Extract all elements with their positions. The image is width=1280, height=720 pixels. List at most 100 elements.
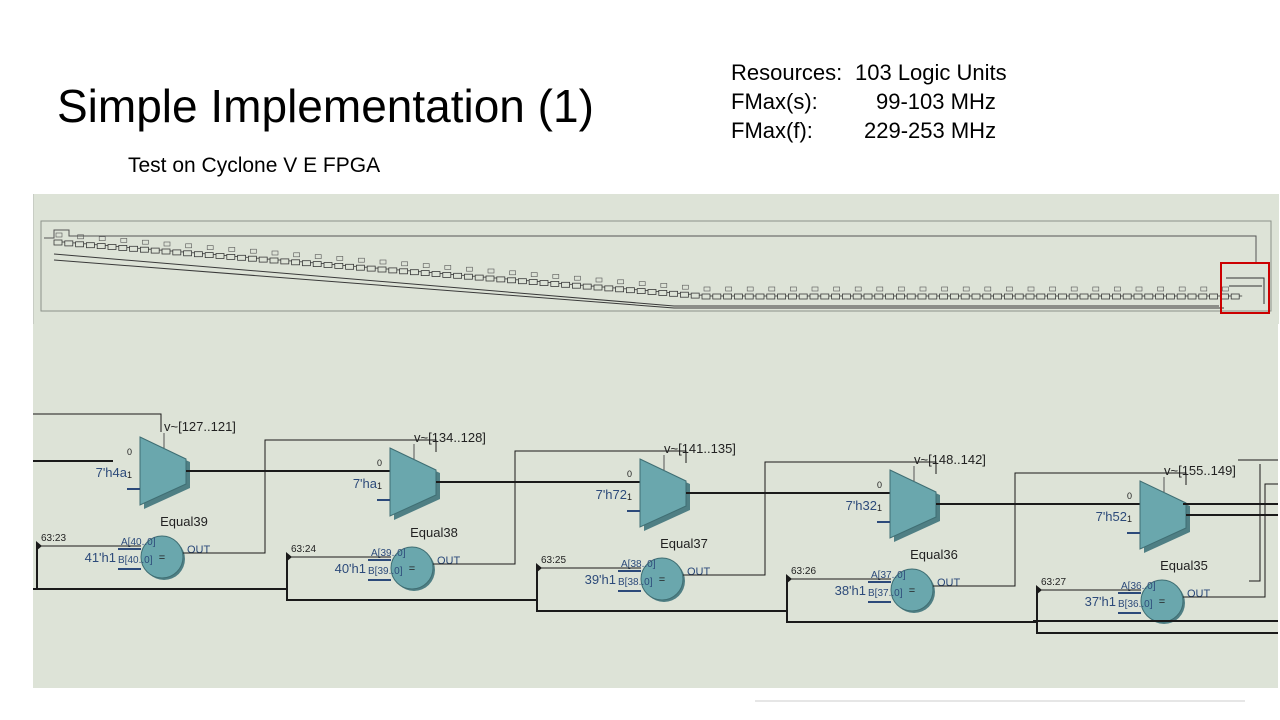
- mux-const: 7'h32: [846, 498, 877, 513]
- right-out-wire: [1249, 464, 1261, 582]
- comparator-name: Equal36: [910, 547, 958, 562]
- overview-cell-top: [703, 286, 711, 292]
- overview-bus: [53, 259, 1224, 309]
- overview-cell: [280, 258, 290, 265]
- slide-subtitle: Test on Cyclone V E FPGA: [128, 154, 381, 177]
- overview-cell: [939, 293, 948, 300]
- rail-wire: [1036, 590, 1278, 634]
- stat-value: 103 Logic Units: [855, 60, 1007, 85]
- overview-cell: [874, 293, 884, 300]
- bus-label: 63:25: [541, 555, 566, 566]
- overview-frame: [40, 220, 1272, 312]
- overview-cell: [204, 252, 214, 258]
- overview-cell: [982, 293, 992, 300]
- overview-cell: [258, 256, 268, 263]
- stage-2: v~[141..135]017'h72=Equal37A[38..0]B[38.…: [536, 441, 937, 622]
- mux-port-1: 1: [1127, 514, 1132, 524]
- comparator-block: [390, 546, 434, 590]
- overview-cell-top: [228, 247, 236, 252]
- mux-label: v~[141..135]: [664, 441, 736, 456]
- select-wire: [1183, 483, 1278, 598]
- overview-cell: [820, 293, 830, 300]
- overview-bus: [53, 253, 1219, 307]
- overview-cell: [485, 275, 495, 282]
- mux-port-0: 0: [377, 458, 382, 468]
- overview-cell: [312, 261, 322, 267]
- overview-cell: [399, 268, 409, 275]
- comparator-out-label: OUT: [187, 544, 211, 556]
- overview-cell-top: [55, 232, 63, 238]
- overview-cell: [345, 263, 355, 270]
- left-select-wire: [33, 413, 162, 432]
- comparator-a-port: A[40..0]: [121, 537, 156, 548]
- overview-cell: [626, 287, 635, 294]
- overview-cell-top: [401, 261, 408, 267]
- overview-cell: [582, 283, 592, 290]
- overview-cell: [744, 293, 754, 300]
- mux-block: [389, 447, 437, 517]
- overview-cell: [1176, 293, 1186, 300]
- select-wire: [933, 472, 1187, 587]
- overview-cell-top: [552, 274, 560, 279]
- overview-cell-top: [163, 241, 171, 247]
- mux-port-1: 1: [877, 503, 882, 513]
- overview-cell: [1187, 293, 1197, 300]
- overview-cell: [1090, 293, 1100, 300]
- stat-label: FMax(f):: [731, 118, 813, 143]
- overview-cell: [842, 293, 851, 300]
- overview-cell-top: [314, 254, 322, 259]
- overview-cell-top: [941, 286, 948, 292]
- mux-block: [139, 436, 187, 506]
- overview-cell-top: [984, 286, 992, 292]
- overview-cell: [161, 248, 171, 255]
- stat-value: 99-103 MHz: [876, 89, 996, 114]
- overview-cell: [355, 264, 365, 271]
- comparator-b-const: 38'h1: [835, 583, 866, 598]
- overview-cell-top: [1222, 286, 1229, 292]
- overview-cell: [960, 293, 970, 300]
- select-wire: [183, 439, 437, 554]
- overview-cell: [636, 288, 646, 294]
- overview-cell: [193, 251, 203, 258]
- overview-cell-top: [1027, 286, 1035, 292]
- schematic-overview[interactable]: [33, 194, 1279, 324]
- overview-cell-top: [1157, 286, 1164, 292]
- overview-canvas[interactable]: [34, 194, 1279, 324]
- comparator-b-const: 39'h1: [585, 572, 616, 587]
- overview-cell-top: [725, 286, 732, 292]
- overview-cell-top: [595, 277, 603, 283]
- overview-cell: [129, 245, 138, 252]
- overview-cell: [1004, 293, 1013, 300]
- comparator-name: Equal39: [160, 514, 208, 529]
- overview-cell-top: [1135, 286, 1143, 292]
- overview-cell: [766, 293, 776, 300]
- mux-label: v~[155..149]: [1164, 463, 1236, 478]
- overview-cell: [647, 289, 657, 295]
- overview-cell-top: [509, 270, 516, 276]
- overview-cell: [1155, 293, 1164, 300]
- overview-cell: [1025, 293, 1035, 300]
- overview-cell: [517, 278, 527, 285]
- bus-label: 63:27: [1041, 577, 1066, 588]
- overview-cell: [409, 269, 419, 276]
- overview-wire: [44, 229, 1257, 264]
- overview-cell-top: [660, 283, 668, 288]
- schematic-canvas[interactable]: v~[127..121]017'h4a=Equal39A[40..0]B[40.…: [33, 324, 1278, 688]
- overview-cell-top: [379, 259, 387, 265]
- overview-cell: [1133, 293, 1143, 300]
- mux-block: [889, 469, 937, 539]
- overview-cell-top: [898, 286, 905, 292]
- overview-cell: [917, 293, 927, 300]
- overview-cell: [950, 293, 959, 300]
- overview-cell-top: [790, 286, 797, 292]
- overview-cell: [1068, 293, 1078, 300]
- comparator-symbol: =: [909, 585, 915, 597]
- comparator-name: Equal37: [660, 536, 708, 551]
- overview-cell: [53, 239, 63, 246]
- overview-cell: [788, 293, 797, 300]
- overview-cell-top: [854, 286, 862, 292]
- comparator-b-const: 40'h1: [335, 561, 366, 576]
- overview-cell: [301, 260, 311, 267]
- overview-cell: [1047, 293, 1056, 300]
